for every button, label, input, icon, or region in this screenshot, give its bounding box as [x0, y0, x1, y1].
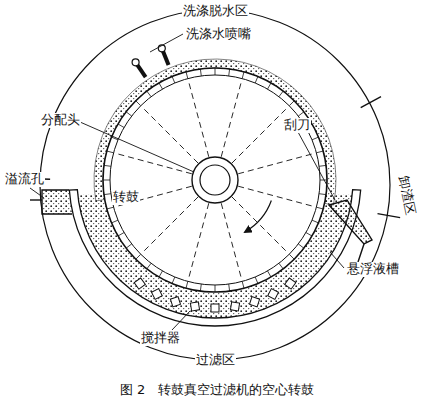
distribution-head — [192, 157, 238, 203]
drum-cell — [298, 244, 304, 248]
drum-cell — [126, 244, 132, 248]
figure-caption: 图 2 转鼓真空过滤机的空心转鼓 — [0, 381, 434, 399]
agitator-blade — [250, 297, 260, 307]
drum-cell — [289, 101, 294, 106]
drum — [103, 68, 327, 292]
chute — [358, 244, 364, 262]
drum-cell — [312, 137, 318, 140]
spoke — [141, 106, 198, 163]
spoke — [221, 203, 242, 280]
agitator-blade — [230, 302, 239, 311]
spoke — [115, 153, 192, 174]
spoke — [238, 153, 315, 174]
leader-line — [150, 34, 183, 52]
part-label: 卸渣区 — [395, 174, 418, 217]
drum-cell — [289, 254, 294, 259]
drum-cell — [200, 284, 202, 291]
drum-cell — [316, 151, 323, 153]
spoke — [232, 106, 289, 163]
leader-line — [30, 188, 44, 198]
agitator-blade — [268, 289, 279, 300]
part-label: 溢流孔 — [4, 172, 45, 187]
drum-cell — [172, 77, 175, 83]
part-label: 分配头 — [40, 113, 81, 128]
drum-cell — [228, 69, 230, 76]
zone-circle — [40, 10, 390, 360]
agitator-blade — [152, 289, 163, 300]
zone-tick — [361, 97, 381, 108]
drum-cell — [118, 124, 124, 128]
slurry — [77, 194, 353, 318]
spoke — [232, 197, 289, 254]
part-label: 洗涤脱水区 — [182, 4, 249, 19]
drum-cell — [298, 112, 304, 116]
drum-cell — [279, 263, 283, 269]
drum-cell — [159, 271, 163, 277]
drum-cell — [255, 77, 258, 83]
agitator-blade — [190, 302, 199, 311]
agitator-blade — [134, 278, 145, 289]
drum-cell — [172, 277, 175, 283]
drum-cell — [279, 91, 283, 97]
drum-cell — [136, 254, 141, 259]
drum-cell — [255, 277, 258, 283]
spoke — [141, 197, 198, 254]
drum-cell — [107, 207, 114, 209]
drum-cell — [200, 69, 202, 76]
drum-cell — [186, 72, 188, 79]
spoke — [238, 186, 315, 207]
leader-line — [80, 122, 194, 172]
drum-cell — [159, 83, 163, 89]
part-label: 过滤区 — [195, 353, 236, 368]
leader-line — [330, 252, 344, 268]
drum-cell — [215, 68, 216, 75]
drum-cell — [319, 193, 326, 195]
drum-cell — [242, 72, 244, 79]
drum-cell — [268, 83, 272, 89]
drum-inner — [110, 75, 320, 285]
overflow-box — [42, 190, 72, 214]
drum-cell — [104, 193, 111, 195]
rotation-arrow — [245, 201, 272, 232]
drum-cell — [103, 180, 110, 181]
drum-cell — [319, 165, 326, 167]
drum-cell — [316, 207, 323, 209]
part-label: 搅拌器 — [140, 331, 181, 346]
drum-cell — [112, 220, 118, 223]
drum-cell — [215, 285, 216, 292]
part-label: 洗涤水喷嘴 — [185, 27, 252, 42]
nozzle-head — [132, 59, 139, 66]
drum-cell — [136, 101, 141, 106]
agitator-blade — [170, 297, 180, 307]
spoke — [221, 80, 242, 157]
drum-cell — [312, 220, 318, 223]
overflow-pipe — [30, 199, 42, 200]
drum-cell — [107, 151, 114, 153]
agitator-blade — [211, 304, 219, 312]
part-label: 刮刀 — [283, 118, 311, 133]
drum-cell — [242, 281, 244, 288]
drum-cell — [306, 233, 312, 237]
scraper — [329, 200, 372, 244]
agitator-blade — [285, 278, 296, 289]
drum-cell — [126, 112, 132, 116]
spoke — [188, 80, 209, 157]
hub-inner — [200, 165, 230, 195]
drum-cell — [186, 281, 188, 288]
spoke — [188, 203, 209, 280]
drum-cell — [268, 271, 272, 277]
zone-tick — [377, 214, 400, 218]
drum-cell — [228, 284, 230, 291]
leader-line — [172, 311, 190, 330]
part-label: 悬浮液槽 — [346, 262, 400, 277]
drum-cell — [104, 165, 111, 167]
drum-cell — [147, 91, 151, 97]
drum-cell — [118, 233, 124, 237]
drum-cell — [147, 263, 151, 269]
part-label: 转鼓 — [112, 190, 140, 205]
leader-line — [298, 132, 335, 200]
